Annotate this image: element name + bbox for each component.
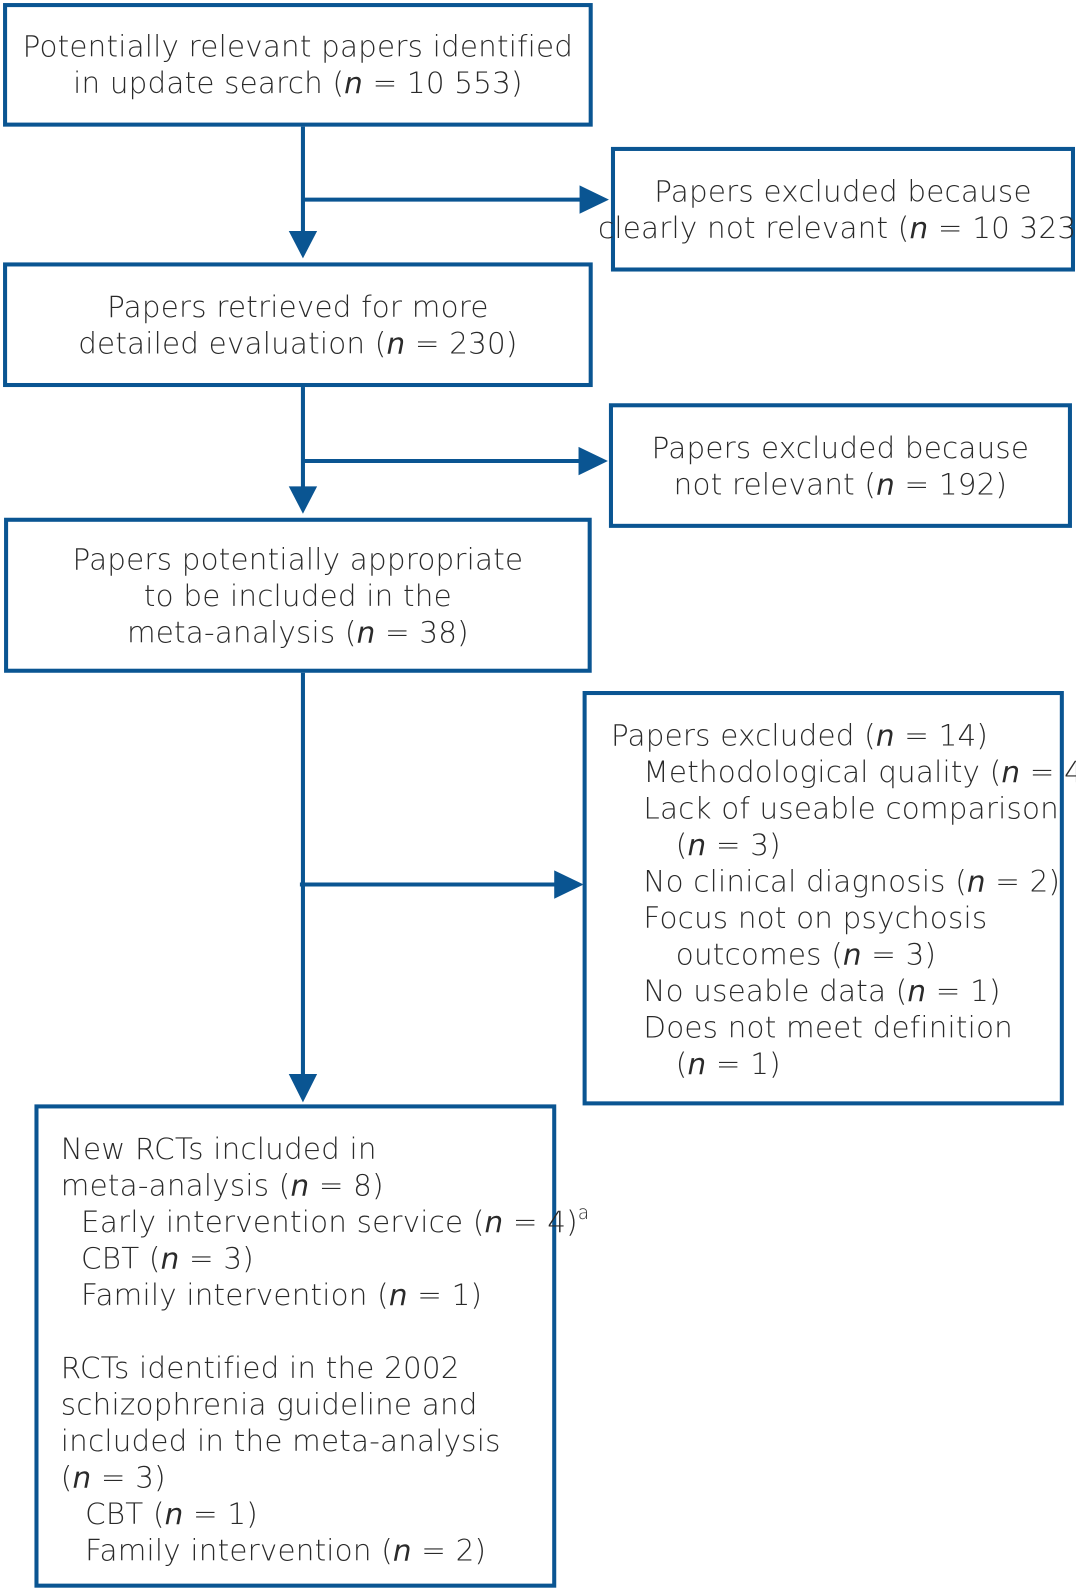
arrowhead-down-icon (288, 1073, 318, 1103)
included-box: New RCTs included in meta-analysis (n = … (34, 1104, 589, 1588)
box-line: meta-analysis (n = 8) (60, 1168, 384, 1203)
box-line: No useable data (n = 1) (643, 973, 1001, 1009)
box-line: Does not meet definition (643, 1010, 1013, 1045)
box-line: detailed evaluation (n = 230) (78, 325, 518, 361)
box-line: CBT (n = 3) (81, 1241, 254, 1276)
excluded-reasons-box: Papers excluded (n = 14) Methodological … (582, 691, 1076, 1106)
box-line: Papers retrieved for more (107, 289, 489, 324)
box-line: Potentially relevant papers identified (22, 29, 574, 64)
box-line: (n = 1) (675, 1046, 781, 1082)
arrowhead-down-icon (288, 231, 318, 259)
arrowhead-right-icon (578, 446, 608, 476)
excluded-clearly-box: Papers excluded because clearly not rele… (598, 146, 1076, 272)
box-line: Early intervention service (n = 4)a (61, 1203, 589, 1240)
box-line: schizophrenia guideline and (60, 1387, 478, 1422)
arrowhead-down-icon (288, 486, 318, 514)
box-line: meta-analysis (n = 38) (126, 614, 469, 649)
box-line: (n = 3) (60, 1460, 166, 1495)
box-line: Papers excluded because (651, 430, 1030, 465)
box-line: No clinical diagnosis (n = 2) (643, 864, 1061, 899)
box-line: Papers potentially appropriate (72, 541, 524, 577)
box-line: Papers excluded because (654, 173, 1032, 209)
box-line: CBT (n = 1) (85, 1496, 258, 1531)
box-line: not relevant (n = 192) (673, 466, 1008, 502)
box-line: included in the meta-analysis (60, 1423, 501, 1458)
retrieved-box: Papers retrieved for more detailed evalu… (3, 262, 593, 388)
box-line: Family intervention (n = 2) (85, 1532, 487, 1568)
box-line: to be included in the (143, 578, 452, 613)
box-line: Papers excluded (n = 14) (610, 718, 989, 753)
box-line: Family intervention (n = 1) (81, 1277, 483, 1313)
footnote-mark: a (577, 1202, 590, 1224)
box-line: New RCTs included in (60, 1131, 377, 1167)
box-line: in update search (n = 10 553) (73, 65, 523, 101)
box-line: RCTs identified in the 2002 (60, 1350, 460, 1386)
potentially-appropriate-box: Papers potentially appropriate to be inc… (4, 517, 592, 673)
box-line: Methodological quality (n = 4) (643, 754, 1076, 790)
box-line: clearly not relevant (n = 10 323) (598, 210, 1076, 245)
arrowhead-right-icon (554, 870, 584, 899)
arrowhead-right-icon (579, 185, 609, 214)
box-line: (n = 3) (675, 827, 781, 863)
identified-box: Potentially relevant papers identified i… (3, 3, 593, 127)
box-line: Lack of useable comparison (643, 791, 1060, 826)
box-line-text: Early intervention service (n = 4) (81, 1204, 578, 1240)
box-line: outcomes (n = 3) (675, 937, 937, 972)
box-line: Focus not on psychosis (643, 900, 988, 936)
excluded-not-relevant-box: Papers excluded because not relevant (n … (608, 403, 1072, 528)
